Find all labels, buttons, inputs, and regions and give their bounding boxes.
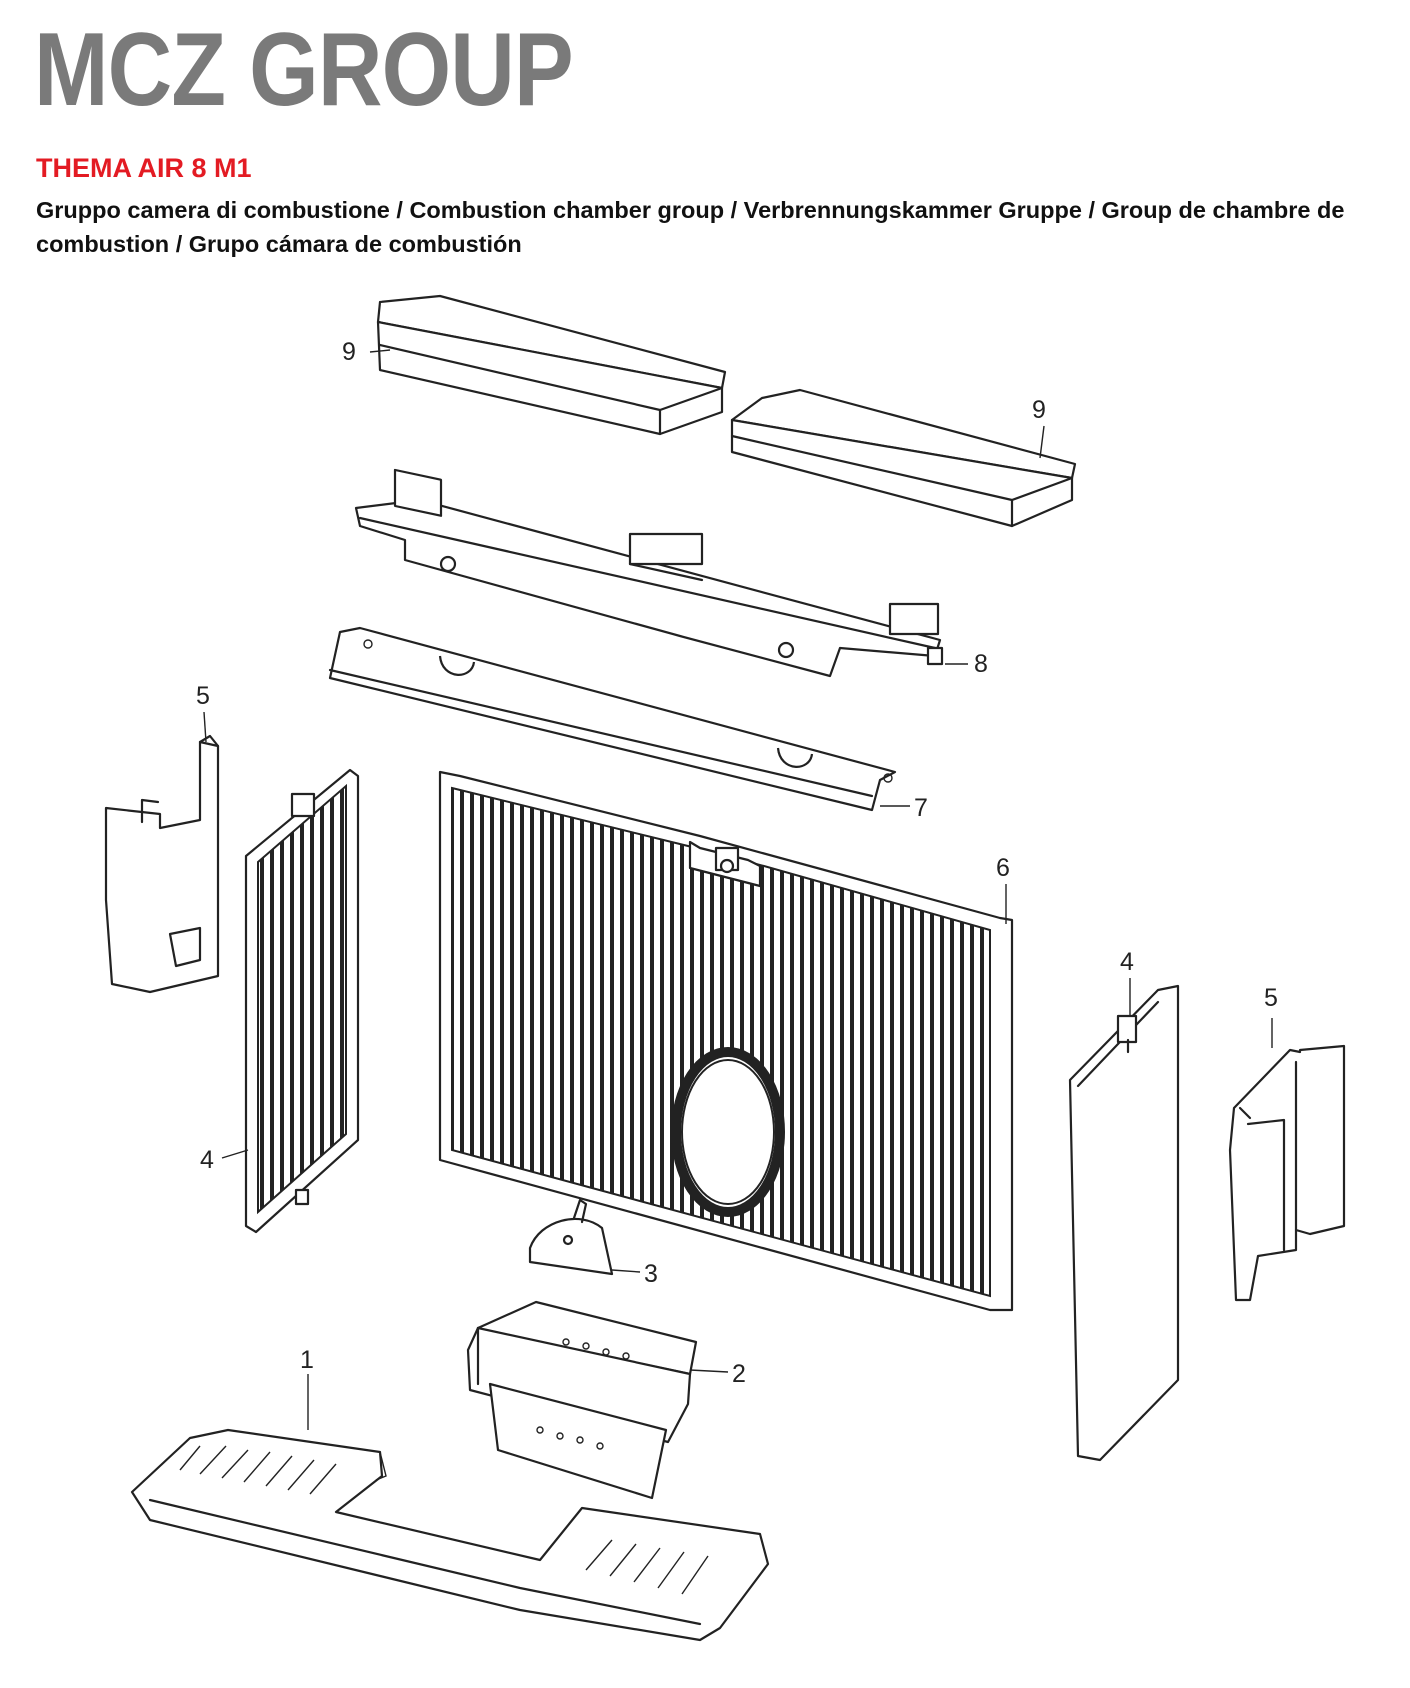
callout-5-right: 5 (1264, 984, 1278, 1012)
part-4-right-side-panel (1068, 984, 1180, 1462)
callout-9-left: 9 (342, 338, 356, 366)
callout-3: 3 (644, 1260, 658, 1288)
callout-6: 6 (996, 854, 1010, 882)
part-1-base-grate (130, 1428, 770, 1642)
part-6-back-panel (438, 770, 1014, 1312)
callout-7: 7 (914, 794, 928, 822)
part-8-deflector-bracket (354, 468, 944, 678)
model-title: THEMA AIR 8 M1 (36, 153, 252, 183)
brand-logo: MCZ GROUP (34, 12, 574, 128)
callout-1: 1 (300, 1346, 314, 1374)
callout-4-right: 4 (1120, 948, 1134, 976)
callout-2: 2 (732, 1360, 746, 1388)
part-5-right-bracket (1228, 1044, 1346, 1302)
part-2-brazier (466, 1300, 698, 1500)
callout-9-right: 9 (1032, 396, 1046, 424)
part-3-small-deflector (528, 1198, 614, 1276)
part-9-right-brick (730, 388, 1077, 528)
part-7-lower-deflector (328, 626, 897, 812)
diagram-subtitle: Gruppo camera di combustione / Combustio… (36, 197, 1345, 257)
part-5-left-bracket (104, 734, 220, 994)
callout-4-left: 4 (200, 1146, 214, 1174)
leader-lines (203, 349, 1273, 1430)
callout-5-left: 5 (196, 682, 210, 710)
callout-8: 8 (974, 650, 988, 678)
part-9-left-brick (376, 294, 727, 436)
part-4-left-side-panel (244, 768, 360, 1234)
